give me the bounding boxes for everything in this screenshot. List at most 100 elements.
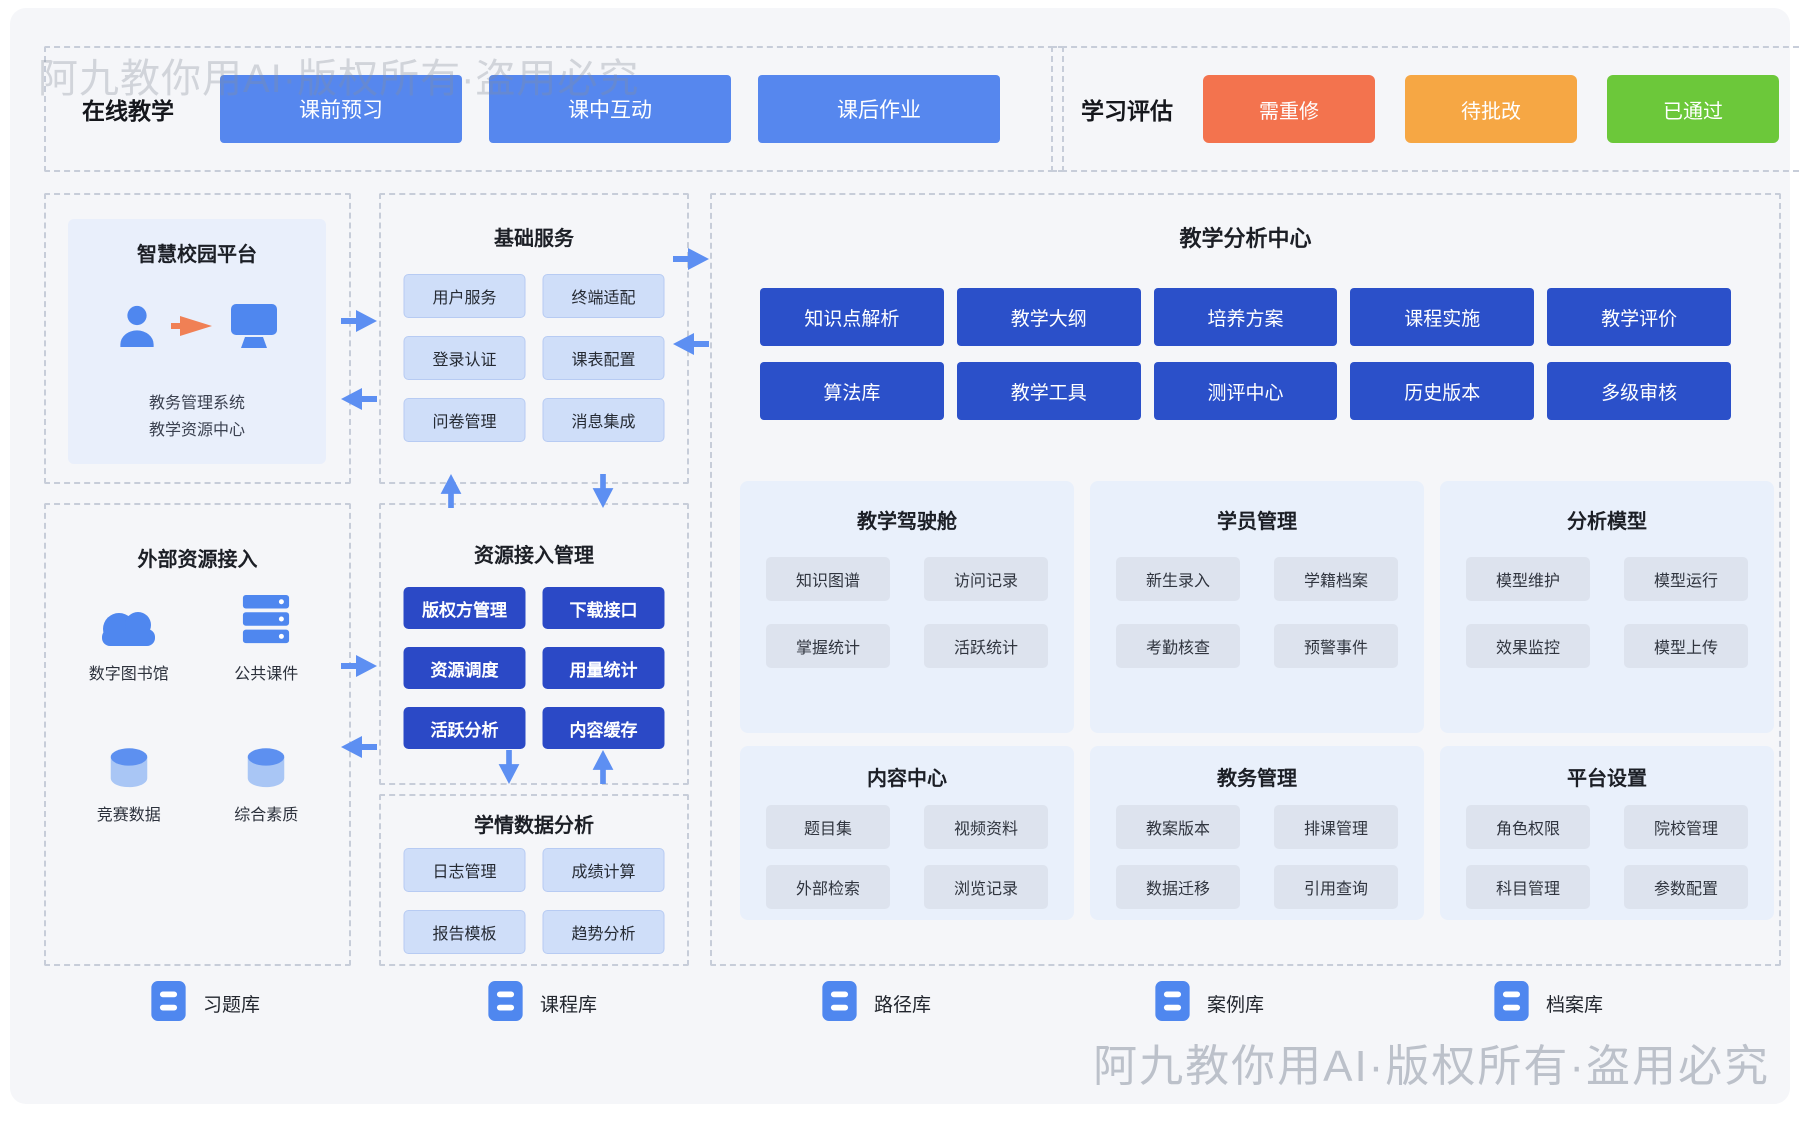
activity-analysis-chip[interactable]: 活跃分析 bbox=[403, 707, 526, 749]
panel-title: 学员管理 bbox=[1217, 511, 1297, 533]
message-integration-chip[interactable]: 消息集成 bbox=[542, 398, 665, 442]
multi-level-review-button[interactable]: 多级审核 bbox=[1547, 362, 1731, 420]
library-icon bbox=[1494, 981, 1529, 1026]
resource-access-title: 资源接入管理 bbox=[474, 545, 594, 567]
arrow-up-icon bbox=[590, 750, 616, 784]
arrow-up-icon bbox=[438, 474, 464, 508]
algorithm-library-button[interactable]: 算法库 bbox=[760, 362, 944, 420]
lesson-plan-version-chip[interactable]: 教案版本 bbox=[1116, 805, 1240, 849]
course-implementation-button[interactable]: 课程实施 bbox=[1350, 288, 1535, 346]
question-set-chip[interactable]: 题目集 bbox=[766, 805, 890, 849]
timetable-config-chip[interactable]: 课表配置 bbox=[542, 336, 665, 380]
user-service-chip[interactable]: 用户服务 bbox=[403, 274, 526, 318]
arrow-right-icon bbox=[340, 308, 378, 334]
platform-settings-panel: 平台设置 角色权限 院校管理 科目管理 参数配置 bbox=[1440, 746, 1774, 920]
institution-mgmt-chip[interactable]: 院校管理 bbox=[1624, 805, 1748, 849]
smart-campus-title: 智慧校园平台 bbox=[137, 244, 257, 266]
arrow-right-icon bbox=[672, 246, 710, 272]
history-version-button[interactable]: 历史版本 bbox=[1350, 362, 1535, 420]
external-resources-section: 外部资源接入 数字图书馆 公共课件 竞赛数据 综合素质 bbox=[44, 503, 351, 966]
activity-stats-chip[interactable]: 活跃统计 bbox=[924, 624, 1048, 668]
syllabus-button[interactable]: 教学大纲 bbox=[956, 288, 1141, 346]
pending-grading-badge[interactable]: 待批改 bbox=[1405, 75, 1577, 143]
log-mgmt-chip[interactable]: 日志管理 bbox=[403, 848, 526, 892]
resource-scheduling-chip[interactable]: 资源调度 bbox=[403, 647, 526, 689]
content-center-panel: 内容中心 题目集 视频资料 外部检索 浏览记录 bbox=[740, 746, 1074, 920]
teaching-cockpit-panel: 教学驾驶舱 知识图谱 访问记录 掌握统计 活跃统计 bbox=[740, 481, 1074, 733]
download-api-chip[interactable]: 下载接口 bbox=[542, 587, 665, 629]
in-class-interaction-button[interactable]: 课中互动 bbox=[489, 75, 731, 143]
arrow-left-icon bbox=[340, 734, 378, 760]
analysis-model-panel: 分析模型 模型维护 模型运行 效果监控 模型上传 bbox=[1440, 481, 1774, 733]
parameter-config-chip[interactable]: 参数配置 bbox=[1624, 865, 1748, 909]
model-run-chip[interactable]: 模型运行 bbox=[1624, 557, 1748, 601]
video-material-chip[interactable]: 视频资料 bbox=[924, 805, 1048, 849]
analysis-center-title: 教学分析中心 bbox=[1179, 226, 1312, 251]
pre-class-preview-button[interactable]: 课前预习 bbox=[220, 75, 462, 143]
model-upload-chip[interactable]: 模型上传 bbox=[1624, 624, 1748, 668]
monitor-icon bbox=[230, 303, 278, 354]
panel-title: 平台设置 bbox=[1567, 768, 1647, 790]
subject-mgmt-chip[interactable]: 科目管理 bbox=[1466, 865, 1590, 909]
model-maintenance-chip[interactable]: 模型维护 bbox=[1466, 557, 1590, 601]
arrow-left-icon bbox=[340, 386, 378, 412]
content-cache-chip[interactable]: 内容缓存 bbox=[542, 707, 665, 749]
teaching-tools-button[interactable]: 教学工具 bbox=[956, 362, 1141, 420]
legend-item-course-library: 课程库 bbox=[488, 981, 597, 1026]
after-class-homework-button[interactable]: 课后作业 bbox=[758, 75, 1000, 143]
report-template-chip[interactable]: 报告模板 bbox=[403, 910, 526, 954]
knowledge-point-button[interactable]: 知识点解析 bbox=[760, 288, 944, 346]
database-icon bbox=[244, 732, 288, 788]
teaching-evaluation-button[interactable]: 教学评价 bbox=[1547, 288, 1731, 346]
training-plan-button[interactable]: 培养方案 bbox=[1153, 288, 1338, 346]
passed-badge[interactable]: 已通过 bbox=[1607, 75, 1779, 143]
public-courseware-label: 公共课件 bbox=[234, 666, 299, 683]
score-calc-chip[interactable]: 成绩计算 bbox=[542, 848, 665, 892]
smart-campus-section bbox=[44, 193, 351, 484]
legend-label: 案例库 bbox=[1207, 995, 1265, 1016]
evaluation-title: 学习评估 bbox=[1081, 98, 1173, 124]
smart-campus-line2: 教学资源中心 bbox=[148, 422, 245, 439]
panel-title: 分析模型 bbox=[1567, 511, 1647, 533]
survey-mgmt-chip[interactable]: 问卷管理 bbox=[403, 398, 526, 442]
attendance-check-chip[interactable]: 考勤核查 bbox=[1116, 624, 1240, 668]
library-icon bbox=[151, 981, 186, 1026]
browse-history-chip[interactable]: 浏览记录 bbox=[924, 865, 1048, 909]
public-courseware-item: 公共课件 bbox=[234, 591, 298, 684]
arrow-right-icon bbox=[340, 653, 378, 679]
comprehensive-quality-item: 综合素质 bbox=[234, 732, 298, 825]
external-search-chip[interactable]: 外部检索 bbox=[766, 865, 890, 909]
server-icon bbox=[241, 591, 291, 647]
smart-campus-line1: 教务管理系统 bbox=[148, 395, 245, 412]
student-mgmt-panel: 学员管理 新生录入 学籍档案 考勤核查 预警事件 bbox=[1090, 481, 1424, 733]
terminal-adapt-chip[interactable]: 终端适配 bbox=[542, 274, 665, 318]
legend-item-case-library: 案例库 bbox=[1155, 981, 1264, 1026]
library-icon bbox=[488, 981, 523, 1026]
comprehensive-quality-label: 综合素质 bbox=[234, 807, 299, 824]
usage-stats-chip[interactable]: 用量统计 bbox=[542, 647, 665, 689]
warning-event-chip[interactable]: 预警事件 bbox=[1274, 624, 1398, 668]
resource-access-section: 资源接入管理 版权方管理 下载接口 资源调度 用量统计 活跃分析 内容缓存 bbox=[379, 503, 689, 785]
digital-library-item: 数字图书馆 bbox=[89, 591, 169, 684]
citation-query-chip[interactable]: 引用查询 bbox=[1274, 865, 1398, 909]
assessment-center-button[interactable]: 测评中心 bbox=[1153, 362, 1338, 420]
login-auth-chip[interactable]: 登录认证 bbox=[403, 336, 526, 380]
trend-analysis-chip[interactable]: 趋势分析 bbox=[542, 910, 665, 954]
legend-item-path-library: 路径库 bbox=[822, 981, 931, 1026]
student-record-chip[interactable]: 学籍档案 bbox=[1274, 557, 1398, 601]
role-permission-chip[interactable]: 角色权限 bbox=[1466, 805, 1590, 849]
competition-data-item: 竞赛数据 bbox=[97, 732, 161, 825]
copyright-mgmt-chip[interactable]: 版权方管理 bbox=[403, 587, 526, 629]
data-migration-chip[interactable]: 数据迁移 bbox=[1116, 865, 1240, 909]
mastery-stats-chip[interactable]: 掌握统计 bbox=[766, 624, 890, 668]
course-scheduling-chip[interactable]: 排课管理 bbox=[1274, 805, 1398, 849]
learning-data-title: 学情数据分析 bbox=[474, 815, 594, 837]
retake-required-badge[interactable]: 需重修 bbox=[1203, 75, 1375, 143]
effect-monitor-chip[interactable]: 效果监控 bbox=[1466, 624, 1590, 668]
knowledge-graph-chip[interactable]: 知识图谱 bbox=[766, 557, 890, 601]
library-icon bbox=[1155, 981, 1190, 1026]
new-student-entry-chip[interactable]: 新生录入 bbox=[1116, 557, 1240, 601]
library-icon bbox=[822, 981, 857, 1026]
visit-record-chip[interactable]: 访问记录 bbox=[924, 557, 1048, 601]
arrow-down-icon bbox=[496, 750, 522, 784]
